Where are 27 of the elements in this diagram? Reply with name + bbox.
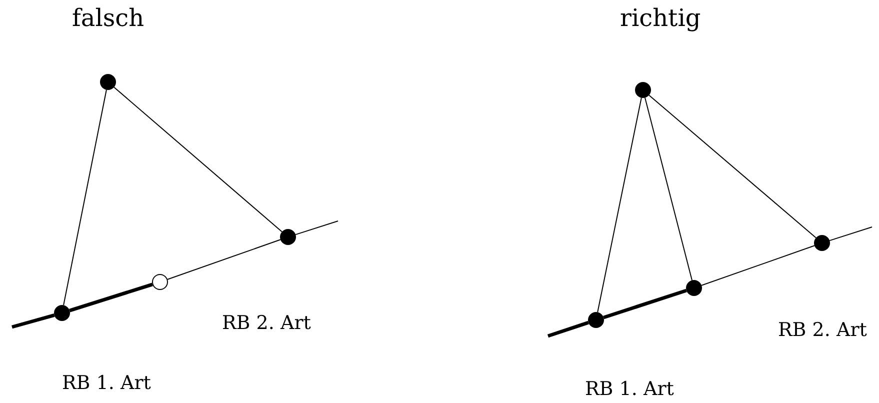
boundary-line (12, 313, 55, 329)
mesh-node-dot (686, 280, 702, 296)
mesh-edge (167, 239, 281, 280)
boundary-line (295, 220, 338, 236)
boundary-label: RB 2. Art (222, 314, 311, 333)
mesh-node-dot (588, 312, 604, 328)
mesh-edge (597, 97, 642, 313)
mesh-edge (701, 245, 815, 286)
mesh-node-dot (54, 305, 70, 321)
mesh-edge (648, 94, 816, 238)
mesh-node-dot (100, 74, 116, 90)
boundary-label: RB 1. Art (62, 374, 151, 393)
mesh-edge (114, 86, 282, 232)
mesh-node-dot (280, 229, 296, 245)
boundary-label: RB 2. Art (778, 321, 867, 340)
mesh-edge (69, 282, 153, 312)
boundary-label: RB 1. Art (585, 380, 674, 399)
mesh-edge (603, 288, 687, 320)
mesh-edge (63, 89, 107, 306)
mesh-node-dot (814, 235, 830, 251)
mesh-edge (644, 97, 692, 281)
panel-heading: falsch (72, 6, 144, 30)
boundary-line (547, 320, 589, 338)
panel-heading: richtig (620, 6, 701, 30)
mesh-node-dot (635, 82, 651, 98)
boundary-line (829, 226, 872, 242)
mesh-node-circle (152, 274, 168, 290)
